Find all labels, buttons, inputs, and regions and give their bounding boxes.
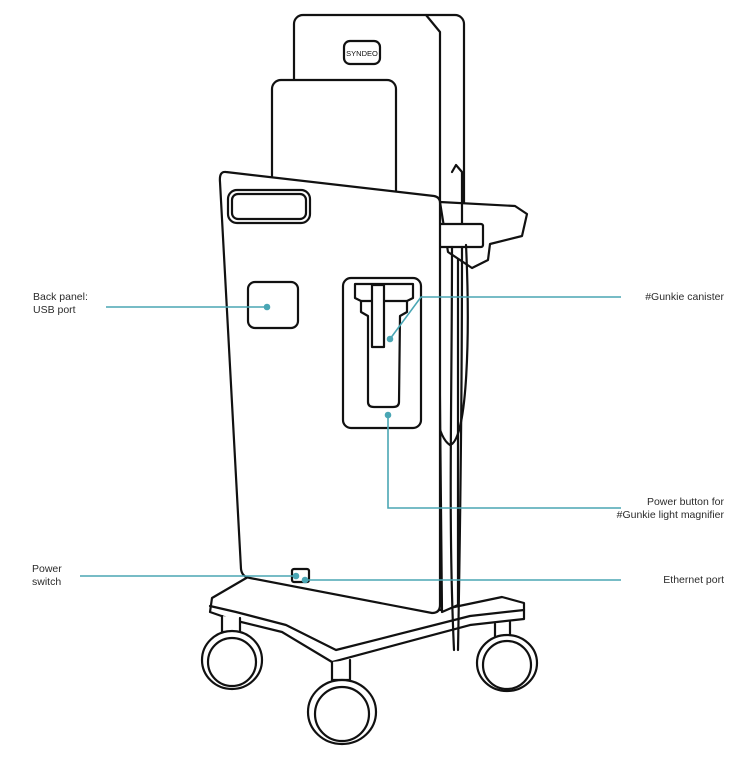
wheel-stem <box>220 614 242 634</box>
power-button-label: Power button for #Gunkie light magnifier <box>616 496 724 521</box>
caster-wheel <box>313 685 371 743</box>
hose <box>449 245 456 652</box>
usb-callout-dot <box>263 303 271 311</box>
brand-badge-frame <box>342 39 382 66</box>
canister-label: #Gunkie canister <box>645 291 724 303</box>
caster-wheel <box>206 636 258 688</box>
canister-callout-line <box>389 296 621 340</box>
ethernet-port-label: Ethernet port <box>663 574 724 586</box>
usb-port-cover <box>246 280 300 330</box>
wheel-stem <box>330 658 352 682</box>
power-switch-label: Power switch <box>32 563 62 588</box>
panel-handle-inner <box>230 192 308 221</box>
power-switch-callout-dot <box>292 572 300 580</box>
canister-window <box>370 283 386 349</box>
usb-port-label: Back panel: USB port <box>33 291 88 316</box>
handpiece <box>450 163 464 227</box>
power-button-callout-line <box>387 415 621 509</box>
caster-wheel <box>481 639 533 691</box>
power-button-callout-dot <box>384 411 392 419</box>
brand-badge: SYNDEO <box>346 49 378 58</box>
screen-back-edge <box>424 13 442 247</box>
hose <box>456 245 464 652</box>
canister-callout-dot <box>386 335 394 343</box>
ethernet-callout-dot <box>301 576 309 584</box>
base-frame-edge <box>208 604 526 652</box>
